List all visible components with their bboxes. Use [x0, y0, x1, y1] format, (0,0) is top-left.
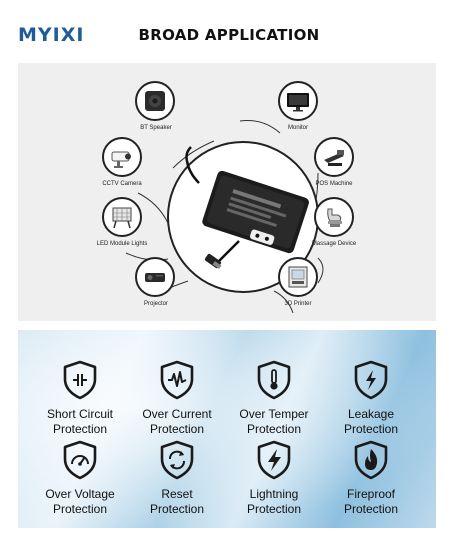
protection-label: Protection [246, 502, 302, 516]
protection-lightning: Lightning Protection [224, 440, 324, 515]
lightning-shield-icon [257, 440, 291, 480]
over-voltage-shield-icon [63, 440, 97, 480]
protection-label: Protection [149, 502, 205, 516]
protection-reset: Reset Protection [127, 440, 227, 515]
app-label: Massage Device [311, 241, 357, 247]
protection-label: Short Circuit [46, 407, 114, 421]
protection-label: Over Current [142, 407, 212, 421]
protection-label: Protection [343, 502, 399, 516]
protection-over-current: Over Current Protection [127, 360, 227, 435]
protection-label: Protection [343, 422, 399, 436]
app-node-massage-device [314, 197, 354, 237]
protection-label: Protection [52, 422, 108, 436]
cctv-camera-icon [111, 151, 131, 168]
page-title: BROAD APPLICATION [138, 26, 320, 44]
massage-chair-icon [327, 208, 342, 227]
app-node-pos-machine [314, 137, 354, 177]
protection-label: Reset [161, 487, 193, 501]
over-current-shield-icon [160, 360, 194, 400]
header: MYIXI BROAD APPLICATION [0, 0, 458, 62]
app-node-3d-printer [278, 257, 318, 297]
app-node-led-module-lights [102, 197, 142, 237]
protection-label: Protection [52, 502, 108, 516]
protection-over-voltage: Over Voltage Protection [30, 440, 130, 515]
projector-icon [145, 273, 165, 282]
app-node-monitor [278, 81, 318, 121]
monitor-icon [287, 93, 309, 112]
over-temperature-shield-icon [257, 360, 291, 400]
protection-fireproof: Fireproof Protection [321, 440, 421, 515]
app-node-bt-speaker [135, 81, 175, 121]
protection-short-circuit: Short Circuit Protection [30, 360, 130, 435]
app-label: Monitor [287, 125, 308, 131]
fireproof-shield-icon [354, 440, 388, 480]
app-label: POS Machine [315, 181, 353, 187]
app-node-cctv-camera [102, 137, 142, 177]
app-label: CCTV Camera [102, 181, 142, 187]
protection-label: Over Voltage [45, 487, 115, 501]
app-label: 3D Printer [284, 301, 312, 307]
protection-label: Protection [246, 422, 302, 436]
protection-leakage: Leakage Protection [321, 360, 421, 435]
reset-shield-icon [160, 440, 194, 480]
app-node-projector [135, 257, 175, 297]
protection-panel: Short Circuit Protection Over Current Pr… [18, 330, 436, 528]
protection-label: Leakage [347, 407, 395, 421]
3d-printer-icon [288, 266, 308, 288]
speaker-icon [145, 91, 165, 111]
protection-label: Over Temper [239, 407, 309, 421]
brand-logo: MYIXI [18, 24, 85, 46]
application-panel: BT Speaker Monitor CCTV Camera POS Machi… [18, 63, 436, 321]
protection-label: Lightning [249, 487, 299, 501]
protection-label: Protection [149, 422, 205, 436]
led-module-icon [112, 207, 132, 229]
protection-over-temper: Over Temper Protection [224, 360, 324, 435]
short-circuit-shield-icon [63, 360, 97, 400]
app-label: LED Module Lights [96, 241, 148, 247]
pos-machine-icon [324, 150, 344, 166]
leakage-shield-icon [354, 360, 388, 400]
protection-label: Fireproof [346, 487, 396, 501]
app-label: Projector [143, 301, 168, 307]
app-label: BT Speaker [140, 125, 172, 131]
power-adapter-icon [185, 146, 309, 269]
